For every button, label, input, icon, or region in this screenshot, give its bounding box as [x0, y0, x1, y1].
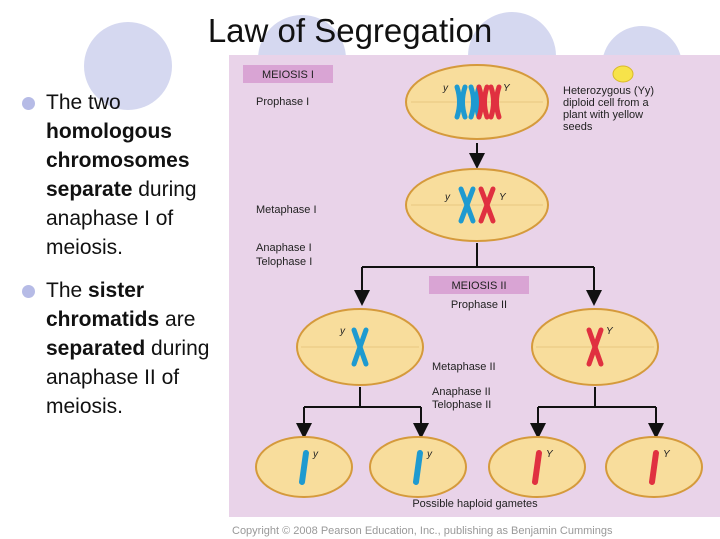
bullet-bold-text: homologous chromosomes separate	[46, 120, 190, 201]
gamete-cell: Y	[488, 436, 586, 498]
allele-label-Y: Y	[606, 326, 614, 337]
chromosome	[586, 327, 604, 367]
chromatid	[532, 450, 542, 485]
anaphase-i-label: Anaphase I	[256, 242, 312, 254]
bullet-text: The	[46, 279, 89, 302]
meiosis-figure: MEIOSIS I Prophase I Metaphase I Anaphas…	[229, 55, 720, 517]
bullet-bold-text: sister chromatids	[46, 279, 160, 331]
gamete-cell: y	[255, 436, 353, 498]
metaphase-i-label: Metaphase I	[256, 204, 317, 216]
yellow-seed-icon	[612, 65, 634, 83]
metaphase-ii-label: Metaphase II	[432, 361, 496, 373]
note-line: Heterozygous (Yy)	[563, 85, 654, 97]
meiosis-ii-label-box	[429, 276, 529, 294]
bullet-list: The two homologous chromosomes separate …	[20, 88, 235, 435]
chromatid	[413, 450, 423, 485]
cell-prophase-i: y Y	[405, 64, 549, 140]
telophase-ii-label: Telophase II	[432, 399, 491, 411]
bullet-text: The two	[46, 91, 121, 114]
allele-label-y: y	[444, 192, 451, 203]
note-line: seeds	[563, 121, 593, 133]
bullet-dot	[22, 285, 35, 298]
chromosome-pair	[458, 186, 496, 224]
allele-label-Y: Y	[663, 449, 671, 460]
chromatid	[299, 450, 309, 485]
note-line: diploid cell from a	[563, 97, 649, 109]
bullet-text: are	[159, 308, 196, 331]
prophase-i-label: Prophase I	[256, 96, 309, 108]
allele-label-Y: Y	[503, 83, 511, 94]
branch-arrows	[354, 243, 602, 306]
chromosome	[351, 327, 369, 367]
bullet-text: during anaphase II of meiosis.	[46, 337, 210, 418]
gamete-cell: Y	[605, 436, 703, 498]
cell-metaphase-ii-right: Y	[531, 308, 659, 386]
prophase-ii-label: Prophase II	[451, 299, 507, 311]
copyright-note: Copyright © 2008 Pearson Education, Inc.…	[232, 525, 613, 537]
allele-label-y: y	[312, 449, 319, 460]
meiosis-ii-label: MEIOSIS II	[451, 280, 506, 292]
cell-metaphase-ii-left: y	[296, 308, 424, 386]
anaphase-ii-label: Anaphase II	[432, 386, 491, 398]
chromatid	[649, 450, 659, 485]
note-line: plant with yellow	[563, 109, 643, 121]
allele-label-y: y	[442, 83, 449, 94]
bullet-sister-chromatids: The sister chromatids are separated duri…	[20, 276, 235, 421]
bullet-bold-text: separated	[46, 337, 146, 360]
meiosis-i-label: MEIOSIS I	[262, 69, 314, 81]
telophase-i-label: Telophase I	[256, 256, 312, 268]
gamete-cell: y	[369, 436, 467, 498]
allele-label-y: y	[339, 326, 346, 337]
allele-label-y: y	[426, 449, 433, 460]
bullet-homologous: The two homologous chromosomes separate …	[20, 88, 235, 262]
allele-label-Y: Y	[546, 449, 554, 460]
allele-label-Y: Y	[499, 192, 507, 203]
gametes-caption: Possible haploid gametes	[412, 498, 538, 510]
bullet-dot	[22, 97, 35, 110]
chromosome-pair	[454, 84, 502, 120]
decor-circle	[84, 22, 172, 110]
cell-metaphase-i: y Y	[405, 168, 549, 242]
branch-arrows	[296, 387, 664, 439]
bullet-text: during anaphase I of meiosis.	[46, 178, 197, 259]
slide-title: Law of Segregation	[207, 12, 493, 49]
meiosis-i-label-box	[243, 65, 333, 83]
